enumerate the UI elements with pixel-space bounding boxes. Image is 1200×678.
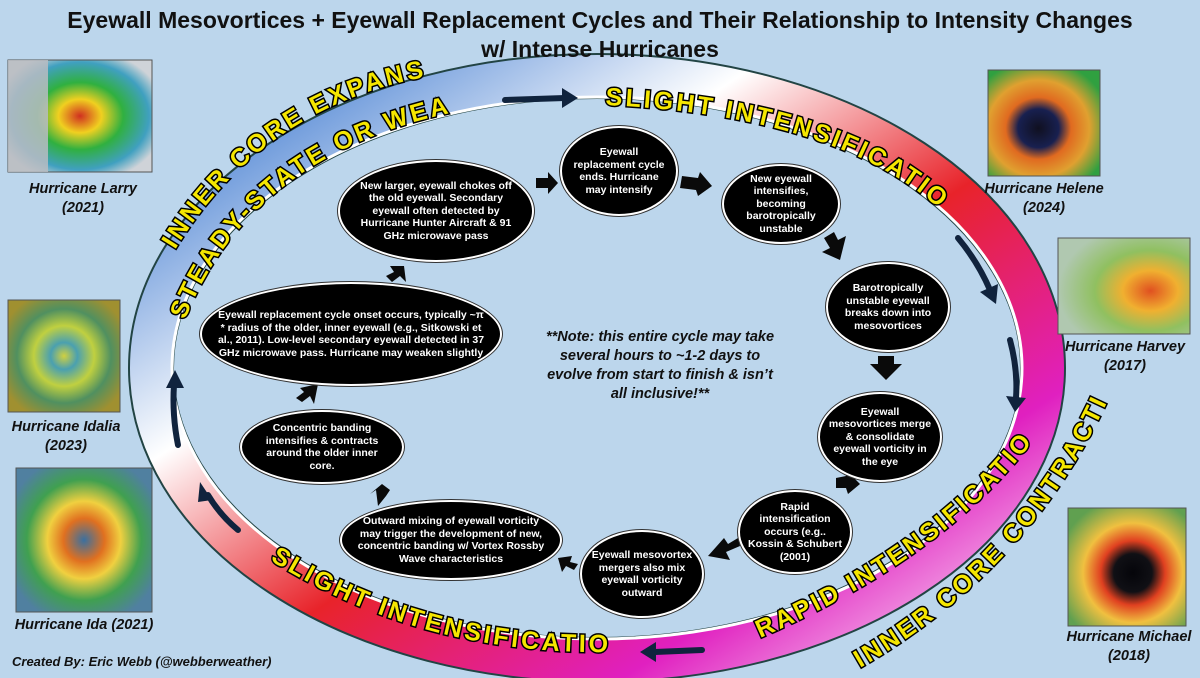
thumb-idalia xyxy=(7,299,121,413)
flow-arrow-9 xyxy=(296,384,318,404)
flow-arrow-7 xyxy=(558,556,578,572)
thumb-ida xyxy=(15,467,153,613)
ring-arrowhead-bottom-right xyxy=(640,642,656,662)
step-rapid-intensification: Rapid intensification occurs (e.g.. Koss… xyxy=(738,490,852,574)
flow-arrow-6 xyxy=(708,538,740,560)
flow-arrow-2 xyxy=(680,172,712,196)
ring-arrow-right-1 xyxy=(955,235,993,293)
ring-arrowhead-right-2 xyxy=(1006,396,1026,412)
step-mergers-mix-outward: Eyewall mesovortex mergers also mix eyew… xyxy=(580,530,704,618)
credit-text: Created By: Eric Webb (@webberweather) xyxy=(12,654,272,669)
thumb-helene xyxy=(987,69,1101,177)
step-erc-onset: Eyewall replacement cycle onset occurs, … xyxy=(200,282,502,386)
ring-inner-edge xyxy=(170,95,1024,641)
caption-idalia: Hurricane Idalia (2023) xyxy=(11,419,121,454)
step-concentric-banding: Concentric banding intensifies & contrac… xyxy=(240,410,404,484)
caption-ida: Hurricane Ida (2021) xyxy=(14,617,154,633)
ring-arrow-right-2 xyxy=(1007,337,1020,401)
ring-arrow-top xyxy=(502,95,568,103)
flow-arrow-3 xyxy=(822,232,846,260)
title-line-1: Eyewall Mesovortices + Eyewall Replaceme… xyxy=(67,7,1133,33)
ring-arrowhead-left xyxy=(166,370,184,388)
step-erc-ends: Eyewall replacement cycle ends. Hurrican… xyxy=(560,126,678,216)
cycle-note: **Note: this entire cycle may take sever… xyxy=(545,329,775,402)
flow-arrow-4 xyxy=(870,356,902,380)
step-outward-mixing: Outward mixing of eyewall vorticity may … xyxy=(340,500,562,580)
step-new-eyewall-intensifies: New eyewall intensifies, becoming barotr… xyxy=(722,164,840,244)
ring-arrowhead-top xyxy=(562,88,578,108)
thumb-michael xyxy=(1067,507,1187,627)
cycle-ring xyxy=(130,55,1064,678)
step-mesovortices-merge: Eyewall mesovortices merge & consolidate… xyxy=(818,392,942,482)
ring-arrowhead-right-1 xyxy=(980,284,998,304)
title-line-2: w/ Intense Hurricanes xyxy=(481,36,719,62)
flow-arrow-8 xyxy=(370,484,390,506)
caption-helene: Hurricane Helene (2024) xyxy=(984,181,1104,216)
ring-arrowhead-bottom-left xyxy=(198,482,212,502)
step-new-eyewall-chokes: New larger, eyewall chokes off the old e… xyxy=(338,160,534,262)
flow-arrow-1 xyxy=(536,172,558,194)
flow-arrow-10 xyxy=(386,266,406,282)
ring-arrow-left xyxy=(170,382,181,448)
caption-larry: Hurricane Larry (2021) xyxy=(29,181,137,216)
caption-harvey: Hurricane Harvey (2017) xyxy=(1064,339,1186,374)
thumb-harvey xyxy=(1057,237,1191,335)
step-barotropic-breakdown: Barotropically unstable eyewall breaks d… xyxy=(826,262,950,352)
caption-michael: Hurricane Michael (2018) xyxy=(1066,629,1192,664)
ring-arrow-bottom-right xyxy=(652,647,705,655)
flow-arrow-5 xyxy=(836,470,860,494)
diagram-title: Eyewall Mesovortices + Eyewall Replaceme… xyxy=(0,6,1200,64)
